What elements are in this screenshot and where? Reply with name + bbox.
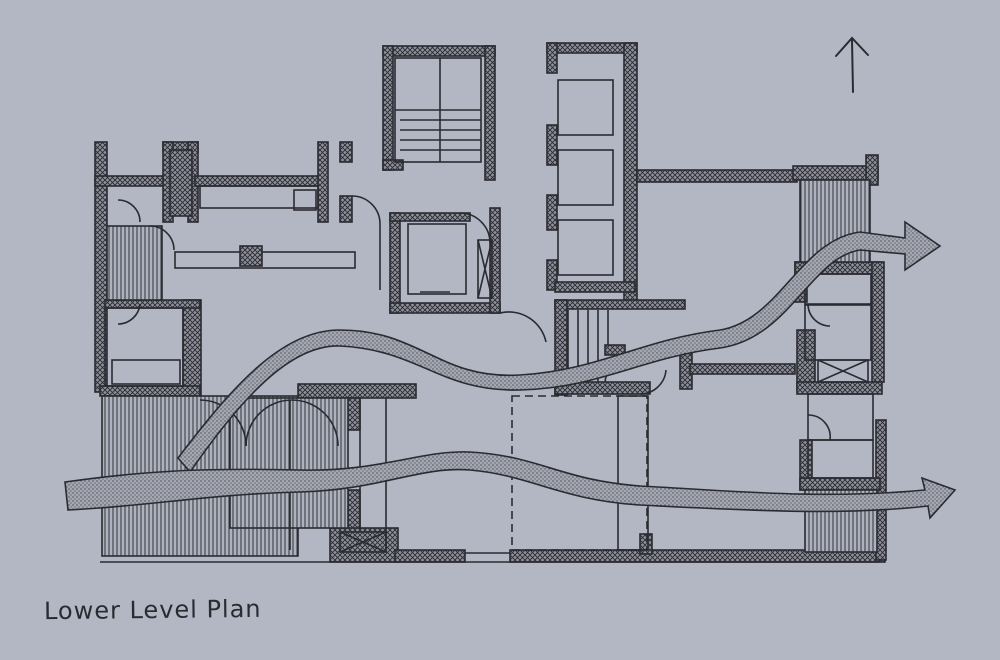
circulation-flow-upper [176,220,942,474]
walls [94,42,887,563]
circulation-flow-lower [64,451,957,520]
plan-caption: Lower Level Plan [43,594,262,626]
room-outlines [100,57,880,563]
north-arrow-icon [835,36,869,93]
